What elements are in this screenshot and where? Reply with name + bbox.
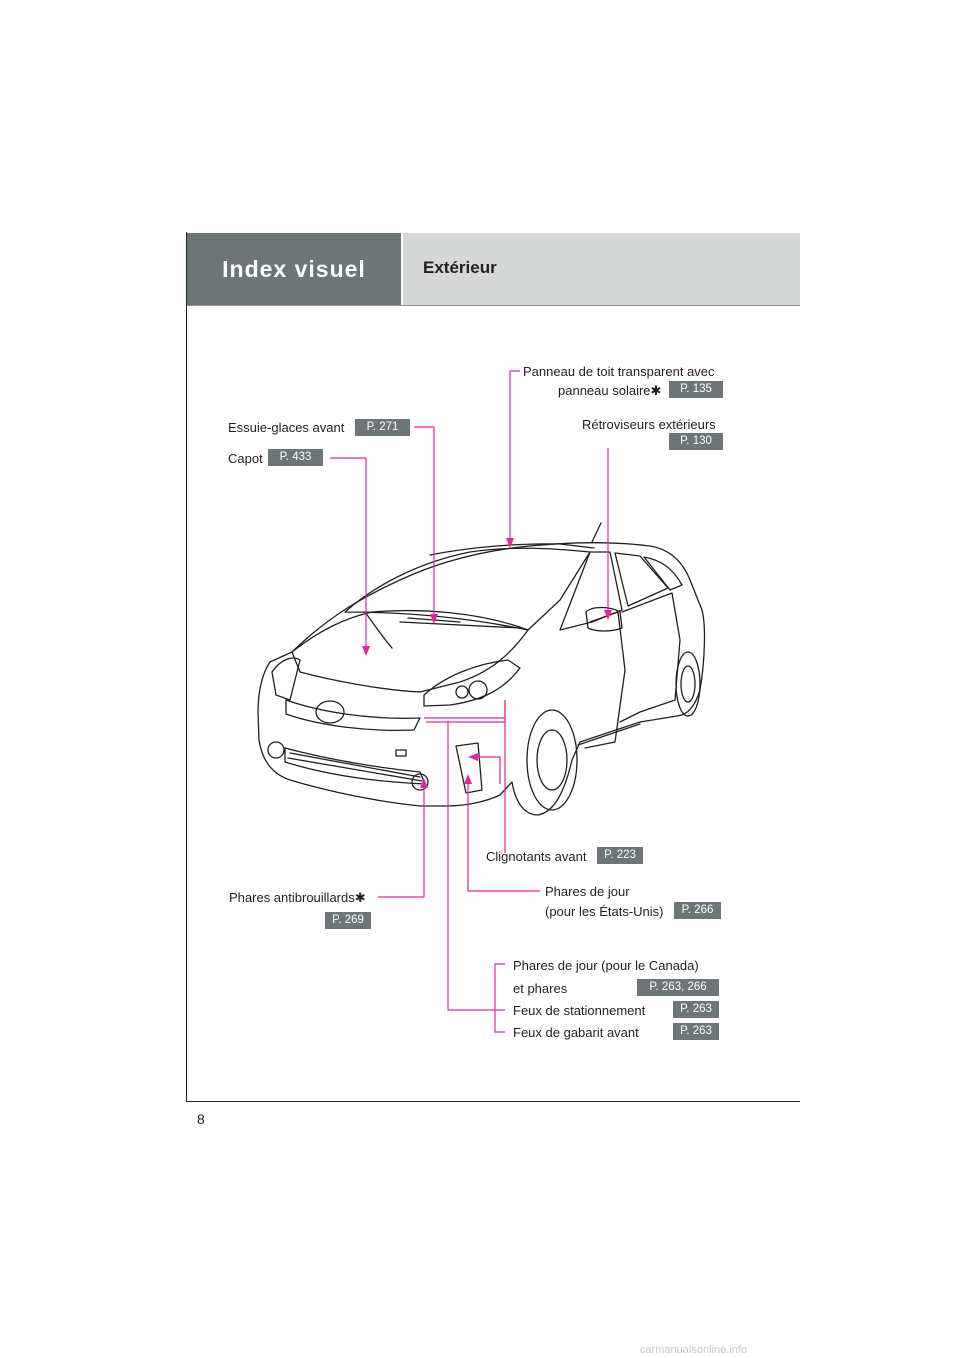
section-title: Index visuel	[222, 255, 366, 282]
callout-essuie-glaces-label: Essuie-glaces avant	[228, 420, 345, 435]
page-ref-stationnement[interactable]: P. 263	[673, 1001, 719, 1018]
callout-panneau-label-2: panneau solaire✱	[558, 383, 661, 398]
callout-antibrouillards-label: Phares antibrouillards✱	[229, 890, 366, 905]
callout-capot-label: Capot	[228, 451, 263, 466]
section-tab: Index visuel	[187, 233, 401, 305]
callout-phares-jour-us-label-2: (pour les États-Unis)	[545, 904, 664, 919]
callout-phares-jour-us-label-1: Phares de jour	[545, 884, 630, 899]
page-ref-gabarit[interactable]: P. 263	[673, 1023, 719, 1040]
page-ref-panneau[interactable]: P. 135	[669, 381, 723, 398]
page-title: Extérieur	[423, 258, 497, 277]
watermark: carmanualsonline.info	[640, 1344, 748, 1356]
page-number: 8	[197, 1111, 205, 1127]
optional-equipment-mark: ✱	[354, 890, 366, 905]
page-ref-retroviseurs[interactable]: P. 130	[669, 433, 723, 450]
callout-canada-label-1: Phares de jour (pour le Canada)	[513, 958, 699, 973]
callout-gabarit-label: Feux de gabarit avant	[513, 1025, 639, 1040]
page-header: Extérieur	[403, 233, 800, 305]
header-divider	[187, 305, 800, 306]
page-ref-canada[interactable]: P. 263, 266	[637, 979, 719, 996]
optional-equipment-mark: ✱	[650, 383, 662, 398]
page-ref-clignotants[interactable]: P. 223	[597, 847, 643, 864]
panneau-label-text: panneau solaire	[558, 383, 651, 398]
page-ref-essuie-glaces[interactable]: P. 271	[355, 419, 410, 436]
callout-stationnement-label: Feux de stationnement	[513, 1003, 646, 1018]
page-ref-phares-jour-us[interactable]: P. 266	[674, 902, 721, 919]
callout-canada-label-2: et phares	[513, 981, 568, 996]
callout-panneau-label-1: Panneau de toit transparent avec	[523, 364, 715, 379]
antibrouillards-label-text: Phares antibrouillards	[229, 890, 355, 905]
callout-retroviseurs-label: Rétroviseurs extérieurs	[582, 417, 716, 432]
frame-bottom-border	[186, 1101, 800, 1102]
frame-left-border	[186, 232, 187, 1102]
page-ref-capot[interactable]: P. 433	[268, 449, 323, 466]
page-ref-antibrouillards[interactable]: P. 269	[325, 912, 371, 929]
callout-clignotants-label: Clignotants avant	[486, 849, 587, 864]
